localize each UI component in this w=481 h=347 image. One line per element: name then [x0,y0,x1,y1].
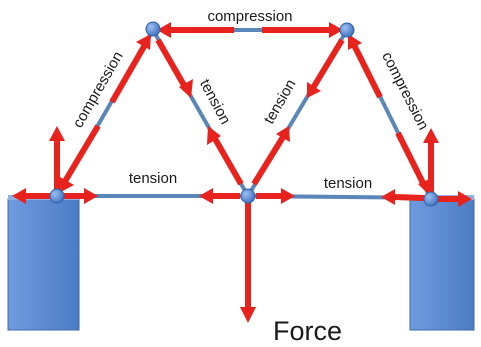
arrowhead [281,188,295,204]
label-left-tension: tension [196,77,234,128]
arrowhead [207,126,221,145]
arrowhead [179,79,193,98]
right-support [409,198,475,331]
arrowhead [348,34,362,50]
joint-top-right [339,22,355,38]
label-bottom-left-tension: tension [129,170,177,187]
arrowhead [199,188,213,204]
arrowhead [329,22,343,38]
label-force: Force [273,316,342,346]
arrowhead [12,188,26,204]
left-support [7,198,80,331]
label-right-compression: compression [378,49,432,132]
joint-bottom-right [423,191,439,207]
arrowhead [157,22,171,38]
joints [49,21,439,207]
label-bottom-right-tension: tension [324,175,372,192]
arrowhead [458,191,472,207]
arrowhead [84,188,98,204]
label-top-compression: compression [207,8,292,25]
arrowhead [276,126,290,142]
arrowhead [240,307,256,323]
joint-bottom-center [240,188,256,204]
arrowhead [423,128,439,143]
joint-top-left [145,21,161,37]
arrowhead [307,82,321,98]
arrowhead [49,126,65,141]
arrowhead [381,189,395,205]
arrowhead [136,34,151,50]
arrowhead [59,177,74,193]
joint-bottom-left [49,188,65,204]
